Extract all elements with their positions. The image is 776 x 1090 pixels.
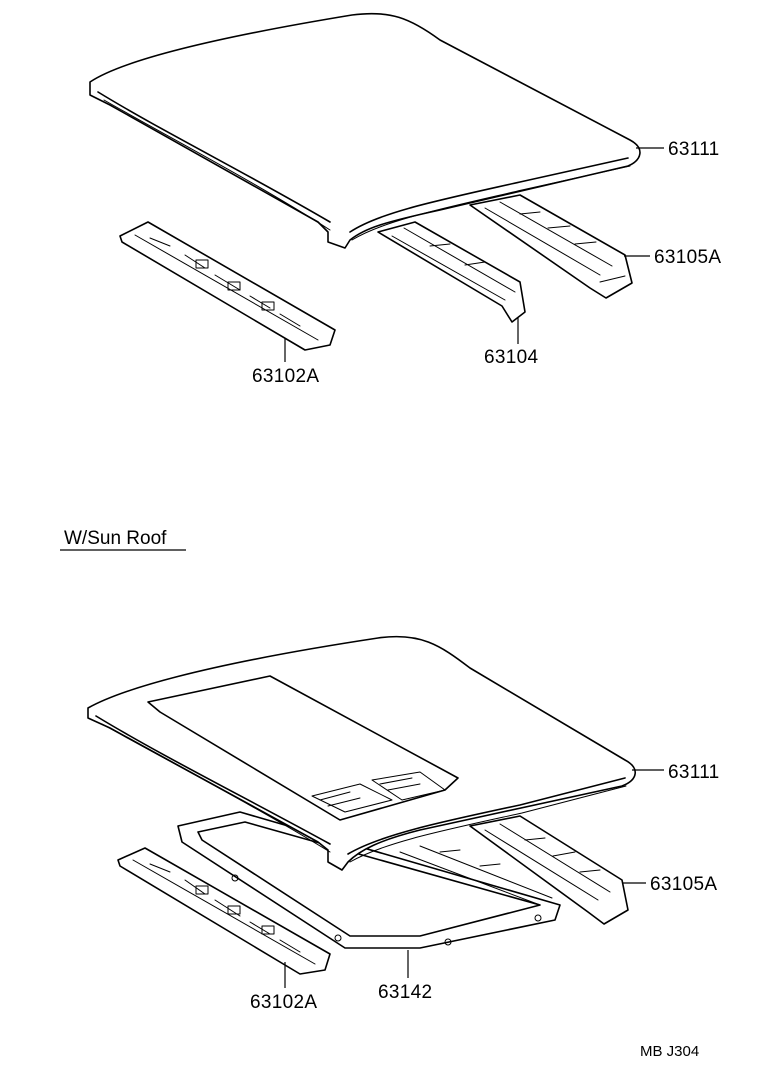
- label-bottom-63102A: 63102A: [250, 992, 317, 1013]
- label-top-63111: 63111: [668, 139, 720, 160]
- section-caption: W/Sun Roof: [64, 528, 167, 549]
- bottom-front-header-63102A: [117, 847, 331, 975]
- bottom-sunroof-frame-63142: [177, 811, 561, 949]
- label-top-63102A: 63102A: [252, 366, 319, 387]
- label-top-63105A: 63105A: [654, 247, 721, 268]
- label-top-63104: 63104: [484, 347, 538, 368]
- bottom-side-rail-63105A: [469, 815, 629, 925]
- top-center-bow-63104: [377, 221, 526, 323]
- top-side-rail-63105A: [469, 194, 633, 299]
- label-bottom-63105A: 63105A: [650, 874, 717, 895]
- diagram-code: MB J304: [640, 1043, 699, 1060]
- label-bottom-63142: 63142: [378, 982, 432, 1003]
- bottom-roof-panel-63111: [87, 635, 636, 871]
- bottom-assembly: 63111 63105A 63142 63102A: [87, 635, 720, 1013]
- top-roof-panel-63111: [89, 12, 641, 249]
- label-bottom-63111: 63111: [668, 762, 720, 783]
- top-front-header-63102A: [119, 221, 336, 351]
- top-assembly: 63111 63105A 63104 63102A: [89, 12, 721, 387]
